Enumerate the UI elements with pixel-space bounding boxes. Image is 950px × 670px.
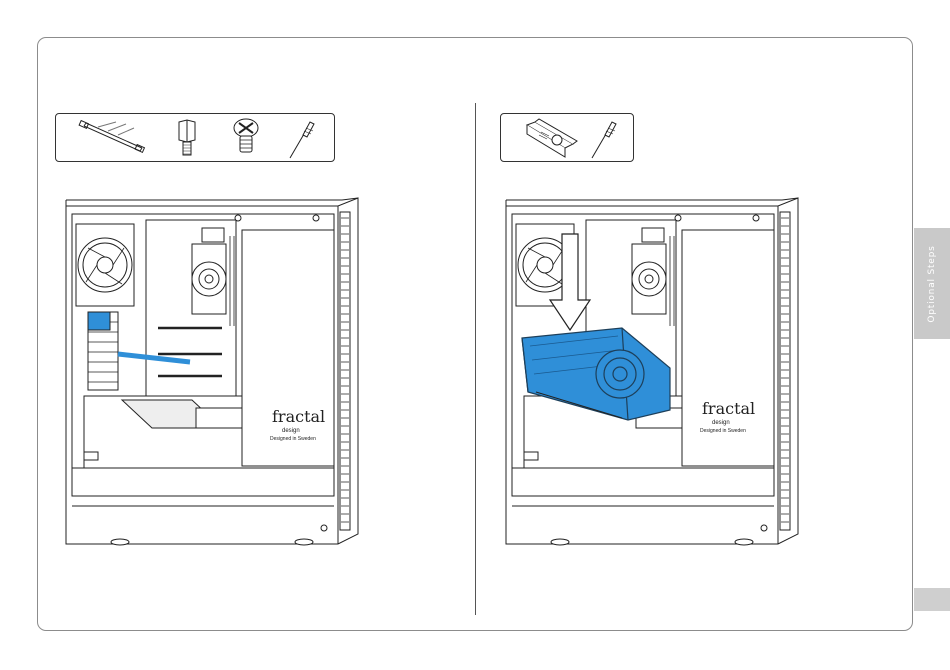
case-tagline: Designed in Sweden bbox=[270, 436, 316, 442]
screwdriver-icon bbox=[290, 122, 314, 158]
left-case-illustration: fractal design Designed in Sweden bbox=[62, 196, 362, 546]
optional-steps-tab[interactable]: Optional Steps bbox=[914, 228, 950, 339]
optional-steps-label: Optional Steps bbox=[927, 245, 937, 322]
left-toolbox bbox=[55, 113, 335, 162]
riser-cable-icon bbox=[79, 121, 144, 153]
case-logo-sub: design bbox=[712, 420, 730, 426]
case-tagline: Designed in Sweden bbox=[700, 428, 746, 434]
page-tab-marker bbox=[914, 588, 950, 611]
rear-fan bbox=[76, 224, 134, 306]
standoff-icon bbox=[179, 120, 195, 155]
graphics-card-icon bbox=[527, 119, 577, 157]
right-case-illustration: fractal design Designed in Sweden bbox=[502, 196, 802, 546]
screw-icon bbox=[234, 119, 258, 152]
panel-divider bbox=[475, 103, 476, 615]
screwdriver-icon bbox=[592, 122, 616, 158]
case-logo: fractal bbox=[702, 399, 755, 418]
right-toolbox bbox=[500, 113, 634, 162]
case-logo-sub: design bbox=[282, 428, 300, 434]
cpu-cooler bbox=[632, 244, 666, 314]
cpu-cooler bbox=[192, 244, 226, 314]
case-logo: fractal bbox=[272, 407, 325, 426]
